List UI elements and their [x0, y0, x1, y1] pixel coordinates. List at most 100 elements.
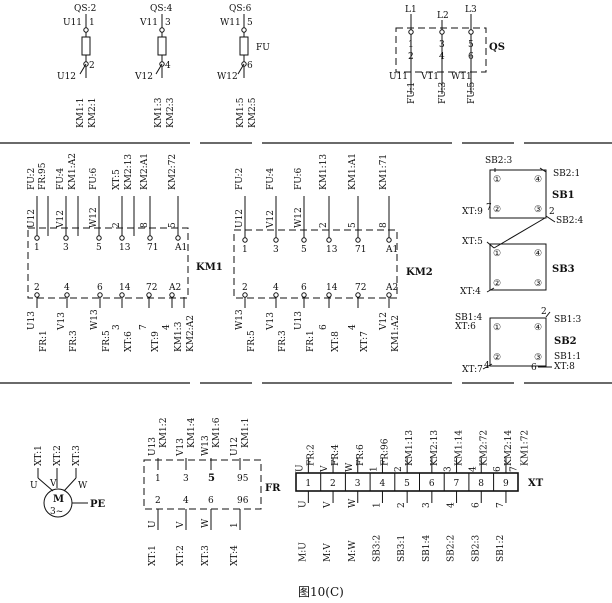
xt-bottom-node-5: 3: [422, 502, 432, 508]
km2-top-terminal-2: 5: [301, 245, 307, 255]
fr-top-terminal-1: 3: [183, 474, 189, 484]
fuse-2-qs-label: QS:4: [150, 4, 173, 14]
km2-bottom-terminal-dot-3: [326, 292, 332, 298]
km1-top-node-8: 5: [168, 222, 178, 228]
sb2-wire-bottom-right: XT:8: [554, 362, 575, 372]
km1-bottom-terminal-5: A2: [168, 283, 181, 293]
km2-top-node-1: V12: [266, 210, 276, 229]
km1-top-wire-5: XT:5: [112, 169, 122, 190]
fr-bottom-terminal-0: 2: [155, 496, 161, 506]
km2-top-wire-3: KM1:13: [319, 154, 329, 190]
fuse-symbol-label: FU: [256, 43, 270, 53]
sb3-wire-bottom-left: XT:4: [460, 287, 481, 297]
qs-pole-2-out: V11: [420, 72, 439, 82]
sb2-wire-top-left: SB1:4: [455, 313, 483, 323]
km2-bottom-node-0: W13: [235, 309, 245, 330]
sb2-contact-2: ②: [493, 353, 501, 363]
sb1-contact-1: ①: [493, 175, 501, 185]
km2-bottom-wire-5: KM1:A2: [391, 315, 401, 352]
button-sb1: SB2:3 SB2:1 SB1 XT:9 7 2 SB2:4 ① ② ③ ④: [462, 156, 584, 226]
motor-wire-xt3: XT:3: [72, 445, 82, 466]
km2-top-wire-4: KM1:A1: [348, 153, 358, 190]
fuse-1-wire-b: KM2:1: [88, 98, 98, 128]
xt-top-node-7: 4: [468, 466, 478, 472]
motor-w-label: W: [78, 481, 88, 491]
xt-cell-number-4: 5: [404, 479, 410, 489]
xt-cell-number-7: 8: [478, 479, 484, 489]
km2-top-node-3: 2: [319, 222, 329, 228]
xt-top-node-6: 3: [444, 466, 454, 472]
fuse-group: QS:2 U11 1 2 U12 KM1:1 KM2:1 QS:4 V11 3 …: [57, 4, 270, 128]
motor-v-label: V: [49, 479, 57, 489]
fuse-3-bottom-terminal: 6: [247, 61, 253, 71]
km2-bottom-terminal-4: 72: [355, 283, 366, 293]
qs-pole-3-top: 5: [468, 40, 474, 50]
xt-top-wire-8: KM2:14: [504, 430, 514, 466]
xt-bottom-wire-2: M:W: [348, 540, 358, 562]
qs-isolator: QS L1 1 2 U11 FU:1 L2 3 4 V11 FU:3 L3 5 …: [389, 5, 505, 104]
km2-top-terminal-dot-1: [273, 237, 279, 243]
fuse-2-wire-b: KM2:3: [166, 97, 176, 128]
fr-bottom-node-2: W: [201, 518, 211, 528]
sb2-wire-bottom-left: XT:7: [462, 365, 483, 375]
fr-bottom-terminal-1: 4: [183, 496, 189, 506]
xt-top-wire-0: FR:2: [306, 444, 316, 466]
km2-bottom-node-1: V13: [266, 312, 276, 331]
km1-top-terminal-dot-2: [63, 235, 69, 241]
km2-bottom-terminal-dot-5: [386, 292, 392, 298]
xt-bottom-node-7: 6: [471, 502, 481, 508]
fr-bottom-wire-3: XT:4: [230, 545, 240, 566]
xt-bottom-node-4: 2: [397, 502, 407, 508]
km2-top-wire-0: FU:2: [235, 168, 245, 190]
km1-top-terminal-0: 1: [34, 243, 40, 253]
xt-cell-number-5: 6: [429, 479, 435, 489]
km1-bottom-wire-1: FR:3: [69, 330, 79, 352]
km2-top-wire-1: FU:4: [266, 167, 276, 190]
km1-bottom-wire-4: XT:9: [151, 331, 161, 352]
sb1-wire-top-left: SB2:3: [485, 156, 513, 166]
km1-top-terminal-dot-4: [96, 235, 102, 241]
fr-top-terminal-0: 1: [155, 474, 161, 484]
qs-pole-2-wire: FU:3: [438, 81, 448, 104]
km1-top-wire-6: KM2:13: [124, 154, 134, 190]
fr-top-wire-3: KM1:1: [241, 418, 251, 448]
qs-pole-3-wire: FU:5: [467, 81, 477, 104]
km1-name: KM1: [196, 262, 223, 273]
km2-bottom-node-2: U13: [294, 311, 304, 330]
qs-pole-1-out: U11: [389, 72, 408, 82]
fuse-2-wire-a: KM1:3: [154, 97, 164, 128]
km2-top-node-4: 5: [348, 222, 358, 228]
sb3-contact-4: ④: [534, 249, 542, 259]
sb2-wire-right: SB1:1: [554, 352, 581, 362]
km2-bottom-wire-3: XT:8: [331, 331, 341, 352]
km2-bottom-terminal-dot-4: [355, 292, 361, 298]
qs-pole-3-out: W11: [451, 72, 472, 82]
sb2-wire-bottom-left-no: 4: [484, 361, 490, 371]
fr-top-wire-2: KM1:6: [212, 417, 222, 448]
km2-top-terminal-4: 71: [355, 245, 366, 255]
sb1-wire-top-right: SB2:1: [553, 169, 580, 179]
sb3-wire-left: XT:5: [462, 237, 483, 247]
fr-bottom-node-0: U: [148, 520, 158, 528]
sb1-wire-left-no: 7: [486, 203, 492, 213]
fuse-3-top-terminal: 5: [247, 18, 253, 28]
xt-bottom-wire-7: SB2:3: [471, 534, 481, 562]
km1-bottom-terminal-dot-0: [34, 292, 40, 298]
fuse-3-wire-a: KM1:5: [236, 97, 246, 128]
km1-top-node-2: V12: [56, 210, 66, 229]
qs-pole-2-bottom: 4: [439, 52, 445, 62]
xt-top-wire-6: KM1:14: [455, 430, 465, 466]
km2-top-terminal-dot-4: [355, 237, 361, 243]
km2-contactor: KM2 FU:2U121FU:4V123FU:6W125KM1:13213KM1…: [233, 153, 433, 352]
xt-cell-number-3: 4: [379, 479, 385, 489]
xt-bottom-node-3: 1: [372, 502, 382, 508]
fr-top-terminal-3: 95: [237, 474, 249, 484]
km2-bottom-terminal-3: 14: [326, 283, 338, 293]
km2-bottom-terminal-dot-1: [273, 292, 279, 298]
sb3-contact-1: ①: [493, 249, 501, 259]
km2-top-terminal-dot-3: [326, 237, 332, 243]
sb2-wire-top-right: SB1:3: [554, 315, 582, 325]
motor-wire-xt1: XT:1: [34, 445, 44, 466]
